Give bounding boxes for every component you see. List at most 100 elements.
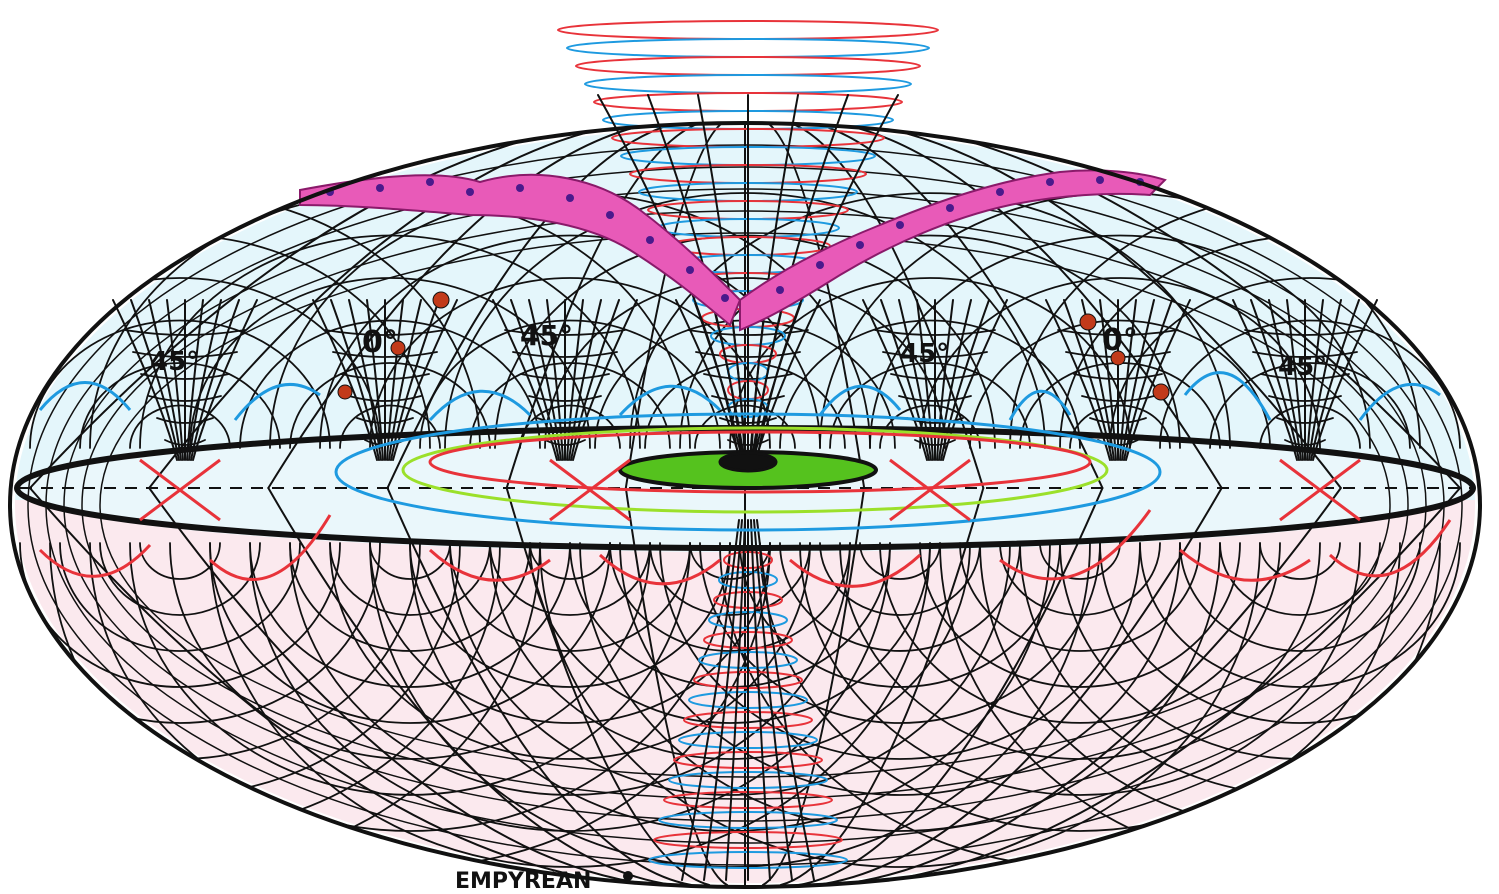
axis-field-line (725, 519, 746, 881)
field-loop (619, 542, 1181, 796)
red-circulation-arrow (38, 543, 152, 578)
funnel-line (898, 299, 932, 461)
contour-ring (81, 210, 1409, 800)
funnel-line (130, 299, 180, 461)
red-circulation-arrow (598, 553, 721, 586)
red-dot (1110, 350, 1126, 366)
funnel-ring (348, 395, 422, 402)
contour-ring (27, 144, 1463, 866)
field-loop (1179, 542, 1421, 652)
angle-label: 0° (362, 325, 398, 360)
field-loop (919, 277, 1321, 449)
field-loop (449, 542, 1011, 796)
funnel-line (938, 299, 972, 461)
field-loop (329, 542, 491, 616)
field-line (29, 487, 639, 886)
funnel-line (510, 299, 560, 461)
footer-dot (623, 871, 633, 881)
red-dots (337, 291, 1170, 401)
field-loop (469, 362, 671, 449)
field-loop (779, 542, 1021, 652)
band-star (946, 204, 954, 212)
funnel-line (112, 299, 178, 461)
funnel-ring (340, 373, 430, 380)
band-star (376, 184, 384, 192)
band-star (1046, 178, 1054, 186)
band-star (646, 236, 654, 244)
blue-circulation-arrow (38, 381, 132, 411)
band-star (466, 188, 474, 196)
field-loop (539, 542, 1261, 868)
funnel-line (1123, 299, 1173, 461)
funnel-line (392, 299, 458, 461)
funnel-line (942, 299, 1008, 461)
orbit-lime (401, 426, 1109, 514)
axis-field-line (756, 519, 815, 881)
band-star (686, 266, 694, 274)
funnel-ring (1244, 329, 1366, 336)
orbit-blue (334, 412, 1162, 532)
field-loop (999, 542, 1161, 616)
funnel-ring (504, 329, 626, 336)
funnel-ring (156, 417, 214, 424)
red-circulation-arrow (1328, 519, 1452, 578)
angle-label: 45° (150, 347, 199, 377)
funnel-ring (148, 395, 222, 402)
orbit-red (428, 430, 1092, 494)
field-loop (239, 319, 541, 449)
field-loop (579, 542, 1221, 832)
field-loop (1259, 404, 1361, 449)
field-loop (129, 404, 231, 449)
band-star (776, 286, 784, 294)
red-dot (432, 291, 450, 309)
funnel-ring (898, 395, 972, 402)
band-star (566, 194, 574, 202)
funnel-ring (1081, 395, 1155, 402)
red-circulation-arrow (208, 514, 332, 582)
field-loop (1209, 362, 1411, 449)
field-line (851, 487, 1461, 886)
field-loop (799, 542, 1361, 796)
field-loop (829, 362, 1031, 449)
field-loop (59, 542, 301, 652)
funnel-line (1121, 299, 1155, 461)
funnel-ring (356, 417, 414, 424)
axis-field-line (750, 519, 771, 881)
funnel-ring (1260, 373, 1350, 380)
funnel-ring (1276, 417, 1334, 424)
field-line (761, 487, 866, 886)
funnel-line (1268, 299, 1302, 461)
field-line (624, 487, 729, 886)
field-loop (129, 542, 691, 796)
angle-label: 45° (520, 319, 573, 352)
field-loop (919, 542, 1241, 688)
funnel-ring (124, 329, 246, 336)
blue-circulation-arrow (1183, 371, 1272, 421)
field-loop (779, 319, 1081, 449)
red-circulation-arrow (789, 553, 922, 588)
field-loop (339, 404, 441, 449)
field-loop (369, 542, 771, 724)
field-loop (544, 277, 946, 449)
field-loop (209, 542, 931, 868)
axis-spiral-ring (584, 74, 912, 94)
field-loop (409, 542, 731, 688)
axis-spiral-ring (566, 38, 930, 58)
footer: EMPYREAN (455, 869, 633, 894)
funnel-line (148, 299, 182, 461)
funnel-line (1232, 299, 1298, 461)
field-loop (689, 542, 771, 580)
funnel-line (568, 299, 602, 461)
funnel-ring (132, 351, 238, 358)
footer-label: EMPYREAN (455, 869, 591, 894)
band-star (1096, 176, 1104, 184)
red-dot (390, 340, 406, 356)
funnel-line (1125, 299, 1191, 461)
field-loop (79, 362, 281, 449)
band-star (606, 211, 614, 219)
funnel-ring (324, 329, 446, 336)
funnel-ring (882, 351, 988, 358)
red-cross (889, 458, 971, 522)
funnel-line (1063, 299, 1113, 461)
funnel-line (1308, 299, 1342, 461)
